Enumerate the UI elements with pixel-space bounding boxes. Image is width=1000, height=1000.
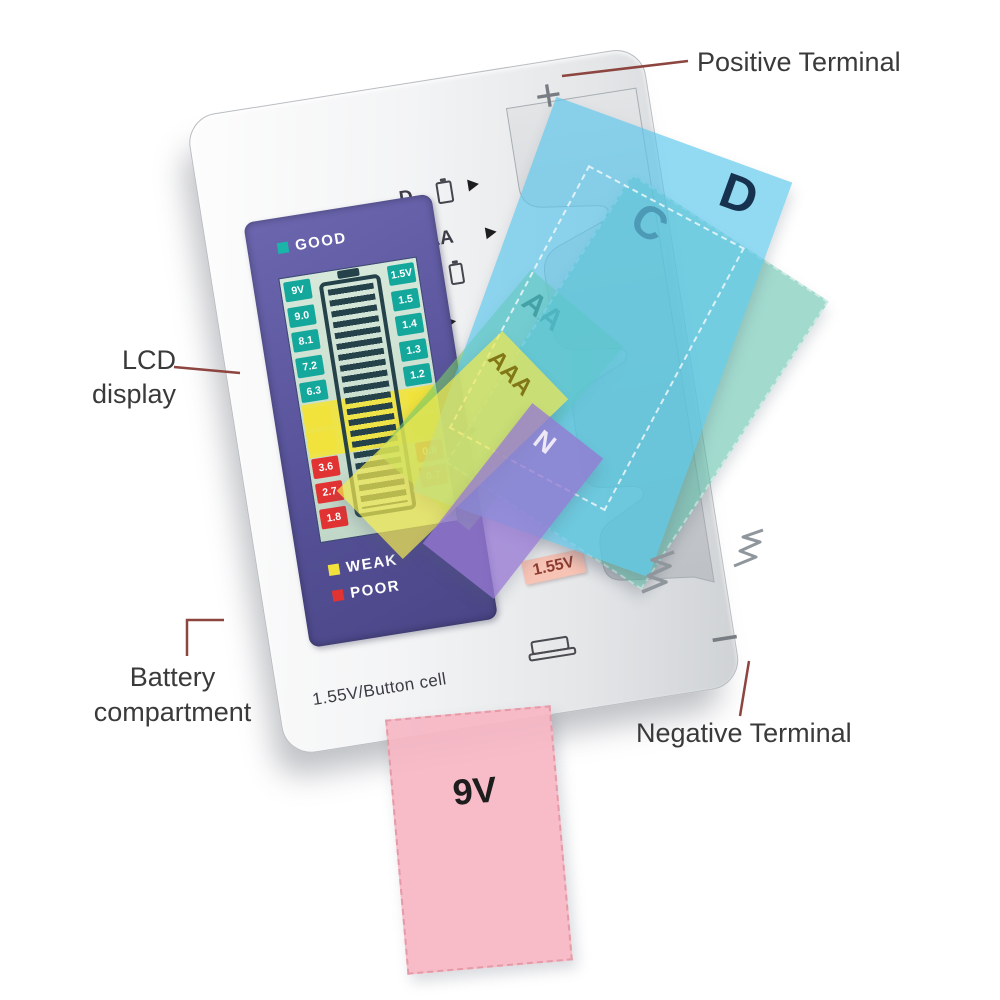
slot-arrow-icon	[467, 177, 480, 192]
lcd-value-chip: 1.4	[394, 312, 425, 337]
good-indicator-icon	[276, 241, 290, 255]
battery-compartment-line	[185, 618, 224, 656]
good-status: GOOD	[276, 229, 348, 257]
lcd-value-chip: 1.8	[318, 505, 349, 530]
poor-status-label: POOR	[349, 577, 402, 602]
battery-compartment-label-line2: compartment	[93, 697, 252, 728]
poor-status: POOR	[331, 577, 401, 604]
battery-overlay-9v-label: 9V	[450, 768, 499, 814]
lcd-value-chip	[306, 429, 337, 454]
weak-status: WEAK	[327, 551, 399, 579]
lcd-value-chip: 1.5	[390, 287, 421, 312]
positive-terminal-label: Positive Terminal	[697, 47, 901, 77]
lcd-value-chip: 1.2	[402, 362, 433, 387]
spring-contact-icon	[641, 550, 675, 594]
poor-indicator-icon	[331, 589, 345, 602]
battery-compartment-label-line1: Battery	[129, 662, 216, 692]
weak-indicator-icon	[327, 563, 341, 577]
lcd-value-chip: 1.3	[398, 337, 429, 362]
lcd-display-label: LCD display	[52, 344, 176, 412]
lcd-value-chip: 1.5V	[386, 262, 417, 287]
battery-overlay-n-label: N	[527, 424, 562, 460]
lcd-value-chip: 7.2	[294, 354, 325, 379]
lcd-value-chip: 9V	[282, 278, 313, 303]
negative-terminal-label: Negative Terminal	[636, 718, 852, 748]
spring-contact-icon	[733, 528, 764, 568]
good-status-label: GOOD	[294, 229, 348, 255]
battery-overlay-d-label: D	[712, 161, 766, 227]
lcd-value-chip	[302, 404, 333, 429]
lcd-value-chip: 6.3	[298, 379, 329, 404]
battery-overlay-9v: 9V	[385, 705, 573, 975]
lcd-value-chip: 8.1	[290, 328, 321, 353]
battery-compartment-label: Battery compartment	[55, 660, 290, 730]
d-battery-icon	[435, 180, 455, 205]
weak-status-label: WEAK	[345, 551, 399, 577]
lcd-display-label-line2: display	[91, 378, 176, 409]
slot-arrow-icon	[484, 225, 498, 240]
negative-terminal-line	[738, 660, 751, 717]
lcd-value-chip: 3.6	[310, 454, 341, 479]
lcd-display-label-line1: LCD	[121, 345, 176, 375]
lcd-value-chip: 9.0	[286, 303, 317, 328]
